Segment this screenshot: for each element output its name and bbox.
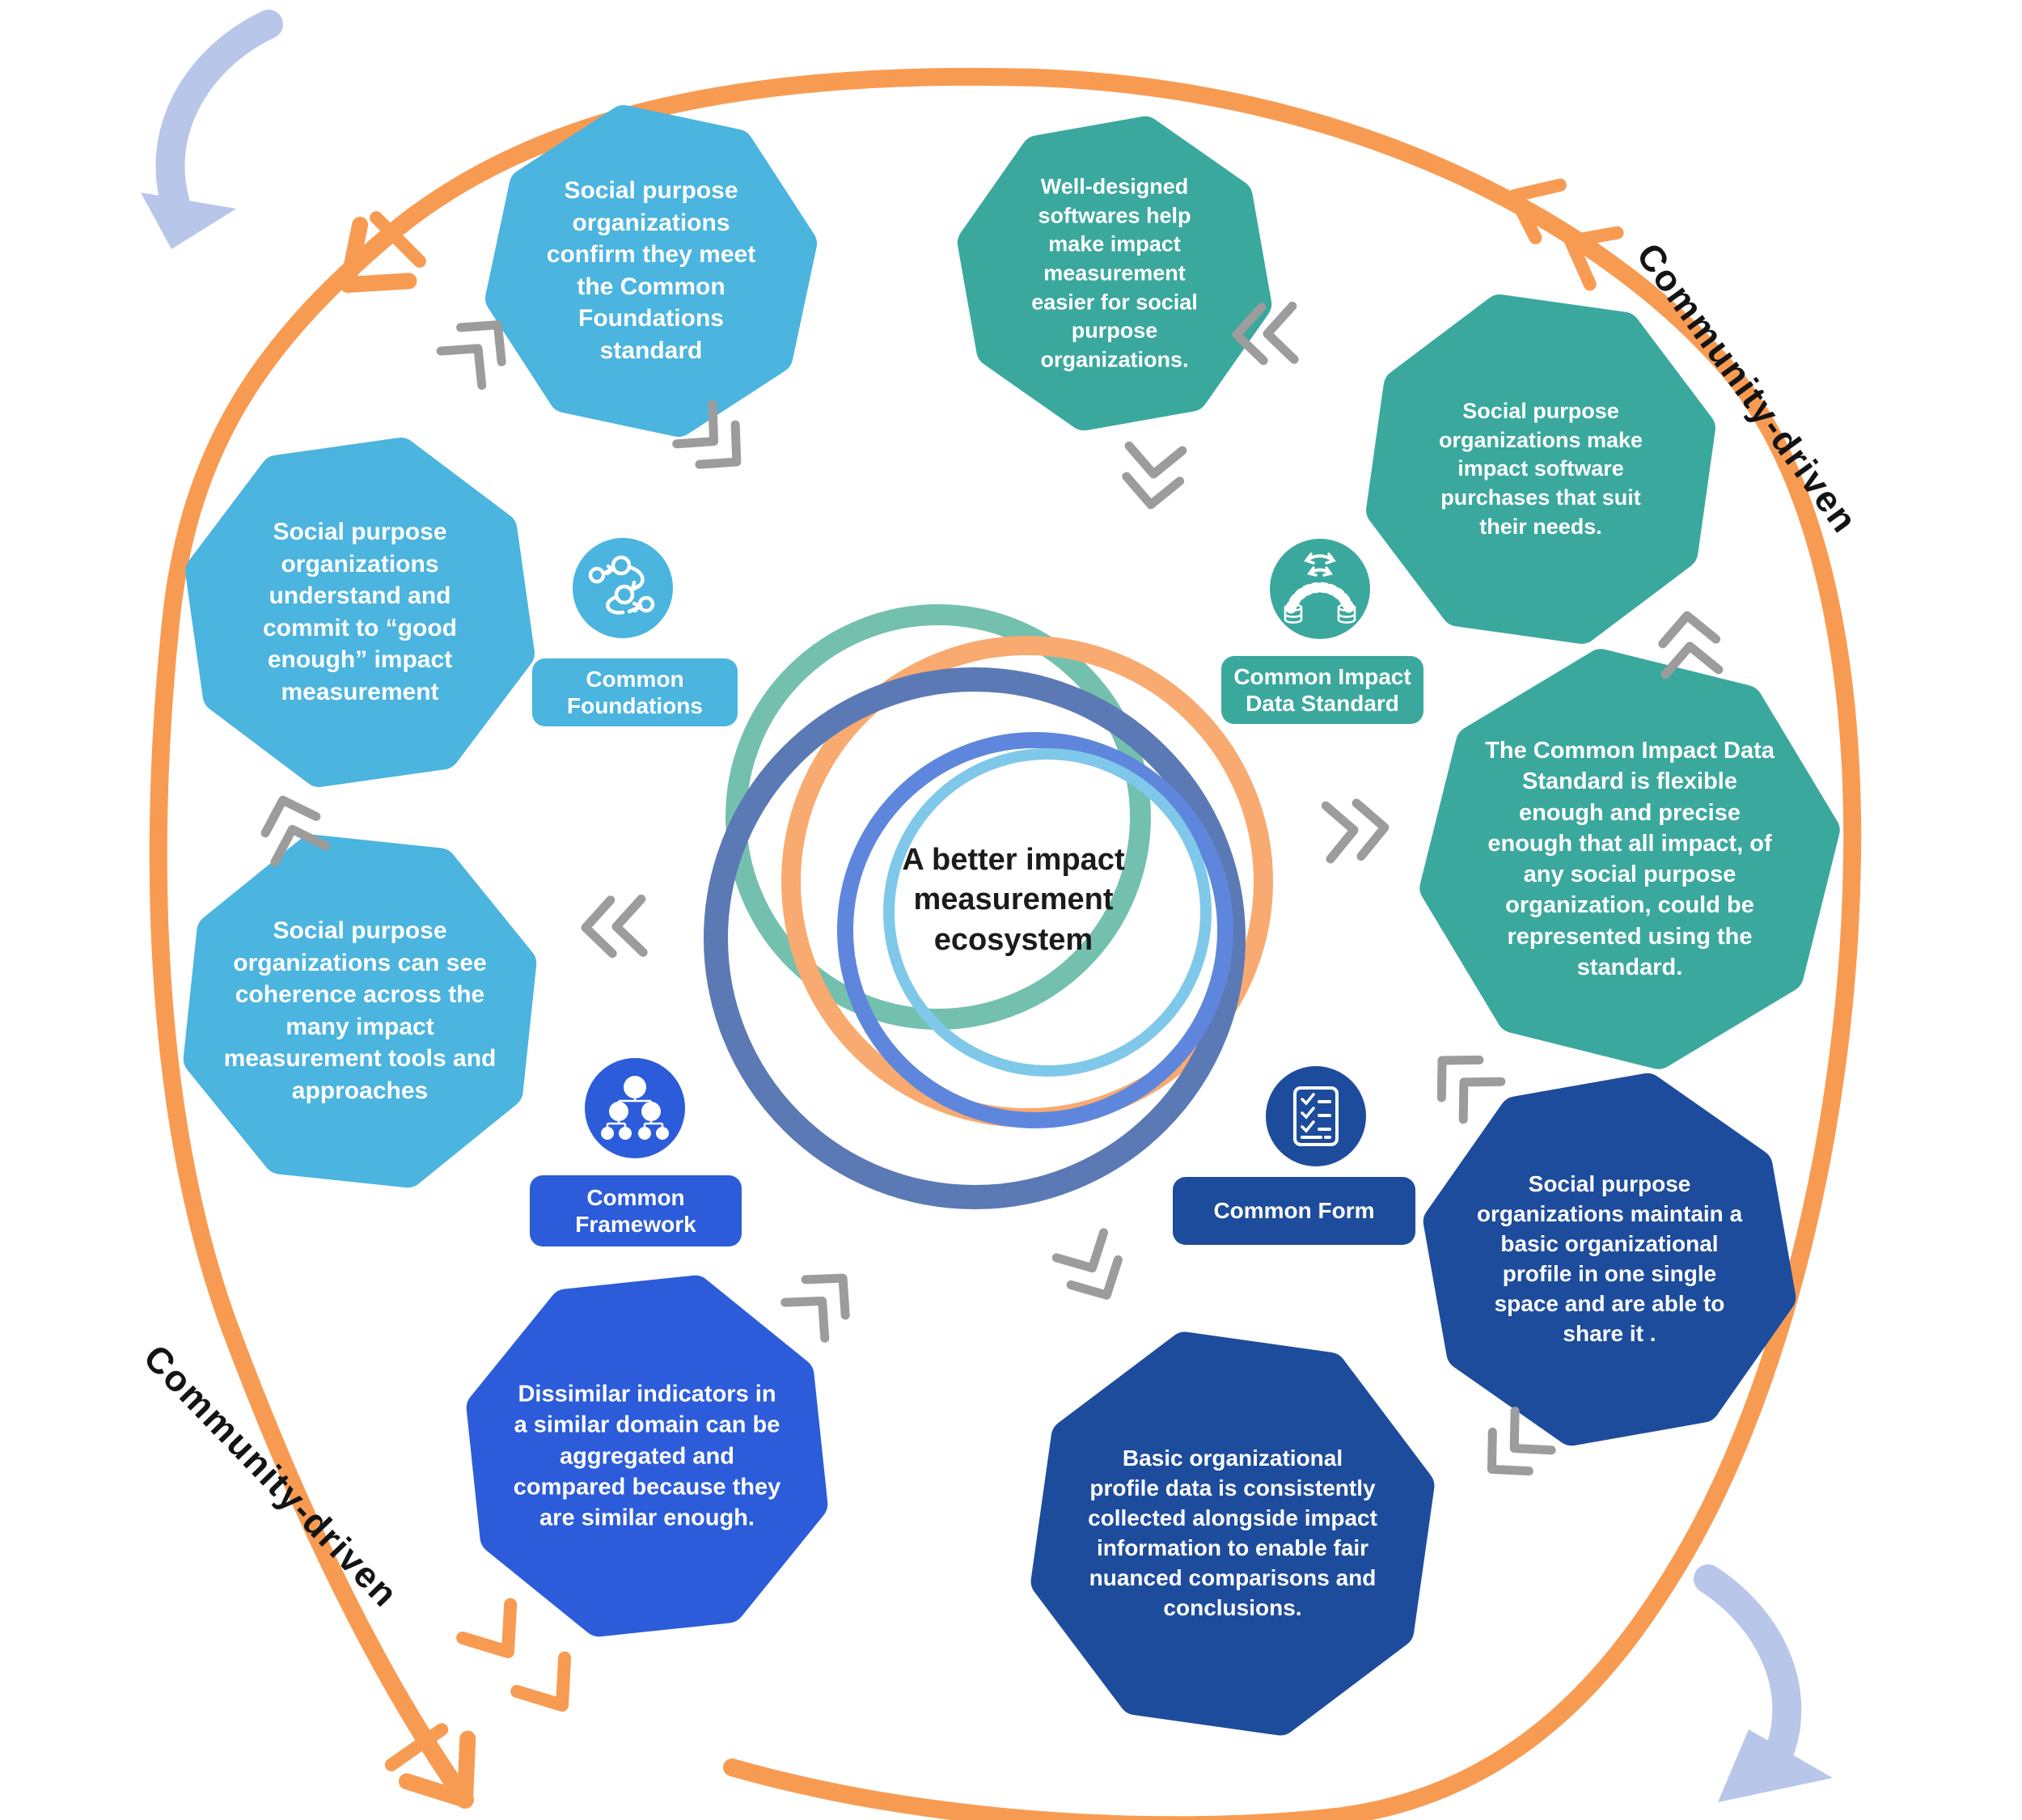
octagon-confirm-standard [484,104,818,438]
octagon-software-purchases [1366,294,1715,644]
badge-common-form: Common Form [1173,1177,1415,1245]
octagon-understand-commit [185,438,535,787]
center-title: A better impact measurement ecosystem [902,842,1125,957]
octagon-dissimilar-indicators [466,1275,828,1637]
badge-common-foundations: Common Foundations [532,658,738,726]
ecosystem-rings [704,604,1273,1209]
outcome-text-confirm-standard: Social purpose organizations confirm the… [546,177,756,365]
community-driven-ring [149,67,1862,1820]
outcome-octagons [183,104,1840,1736]
badge-common-impact-data-standard: Common Impact Data Standard [1221,656,1423,724]
ring-fletching-bottom-left [463,1605,586,1722]
outcome-text-maintain-profile: Social purpose organizations maintain a … [1476,1171,1743,1346]
journey-path-icon [573,538,673,638]
octagon-basic-profile-data [1030,1331,1435,1736]
outcome-text-software-purchases: Social purpose organizations make impact… [1438,398,1643,539]
curved-arrow-top-left-icon [141,10,283,249]
octagon-flexible-standard [1419,649,1840,1069]
ring-arrowhead-top-left [324,211,426,313]
outcome-text-understand-commit: Social purpose organizations understand … [263,518,457,706]
outcome-text-flexible-standard: The Common Impact Data Standard is flexi… [1485,737,1775,980]
outcome-text-basic-profile-data: Basic organizational profile data is con… [1088,1445,1377,1620]
checklist-icon [1266,1066,1366,1166]
ring-arrowhead-bottom-left [384,1723,496,1820]
octagon-maintain-profile [1423,1073,1796,1446]
octagon-see-coherence [183,834,537,1188]
badge-common-framework: Common Framework [530,1175,742,1246]
octagon-well-designed-software [957,116,1272,431]
outcome-text-see-coherence: Social purpose organizations can see coh… [223,917,497,1105]
data-exchange-icon [1270,539,1370,639]
outcome-text-well-designed-software: Well-designed softwares help make impact… [1031,174,1198,372]
curved-arrow-bottom-right-icon [1694,1564,1833,1802]
hierarchy-tree-icon [585,1058,685,1158]
outcome-text-dissimilar-indicators: Dissimilar indicators in a similar domai… [513,1381,781,1531]
